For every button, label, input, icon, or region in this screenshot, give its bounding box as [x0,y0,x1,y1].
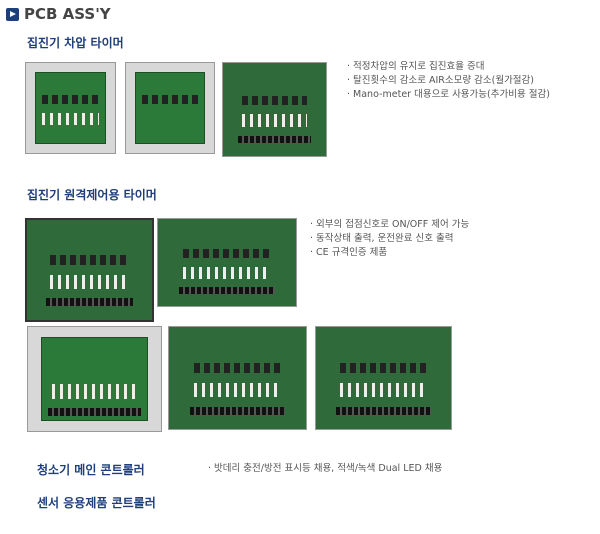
feature-list: · 적정차압의 유지로 집진효율 증대 · 탈진횟수의 감소로 AIR소모량 감… [347,60,550,102]
section-title-remote-timer: 집진기 원격제어용 타이머 [27,188,157,202]
section-title-differential-timer: 집진기 차압 타이머 [27,36,124,50]
feature-item: · Mano-meter 대용으로 사용가능(추가비용 절감) [347,89,550,100]
feature-list: · 외부의 접점신호로 ON/OFF 제어 가능 · 동작상태 출력, 운전완료… [310,218,469,260]
product-image [222,62,327,157]
product-image [157,218,297,307]
section-title-sensor-controller: 센서 응용제품 콘트롤러 [37,496,156,510]
product-image [315,326,452,430]
feature-item: · 적정차압의 유지로 집진효율 증대 [347,61,485,72]
product-image [168,326,307,430]
product-image [25,218,154,322]
product-image [27,326,162,432]
feature-item: · 동작상태 출력, 운전완료 신호 출력 [310,233,454,244]
product-image [25,62,116,154]
feature-item: · 탈진횟수의 감소로 AIR소모량 감소(월가절감) [347,75,534,86]
feature-item: · 외부의 접점신호로 ON/OFF 제어 가능 [310,219,470,230]
product-image [125,62,215,154]
section-title-cleaner-controller: 청소기 메인 콘트롤러 [37,463,145,477]
page-title: PCB ASS'Y [24,5,111,23]
feature-item: · CE 규격인증 제품 [310,247,388,258]
arrow-right-icon [6,8,19,21]
feature-item: · 밧데리 충전/방전 표시등 채용, 적색/녹색 Dual LED 채용 [208,463,443,474]
